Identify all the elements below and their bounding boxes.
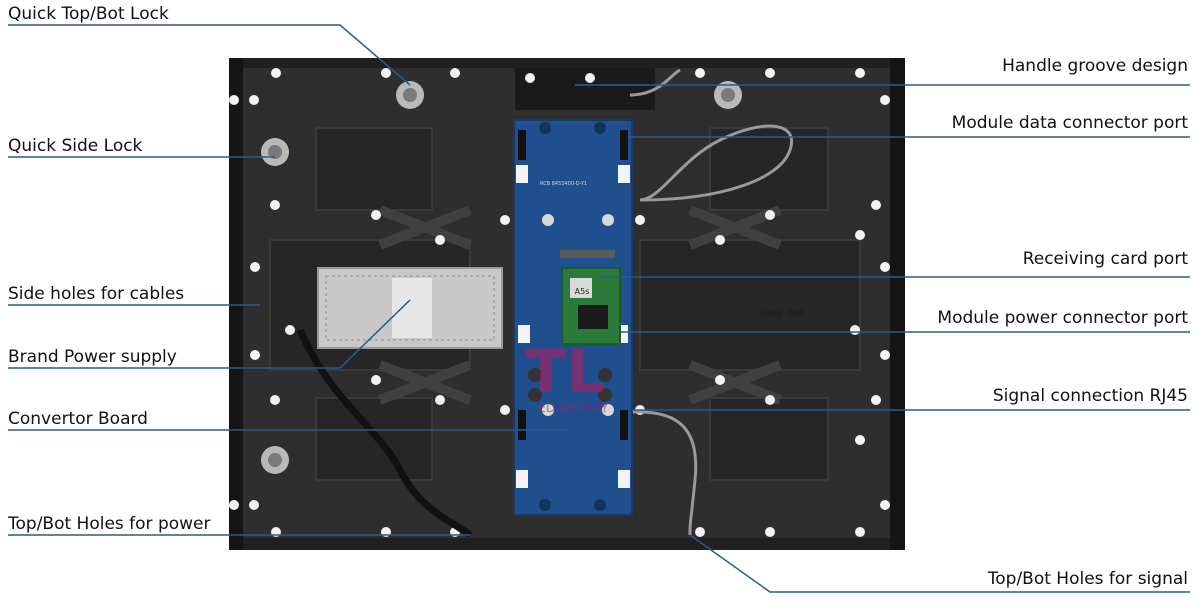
receiving-card [561,267,621,345]
label-module-power-connector-port: Module power connector port [937,308,1188,328]
label-module-data-connector-port: Module data connector port [951,113,1188,133]
quick-side-lock [261,138,289,166]
label-top-bot-holes-for-signal: Top/Bot Holes for signal [987,569,1188,589]
power-supply [317,267,503,349]
quick-side-lock-lower [261,446,289,474]
power-cable [296,328,473,538]
label-receiving-card-port: Receiving card port [1022,249,1188,269]
panel-top-right [709,127,829,211]
handle-groove [515,68,655,110]
side-strip-left [229,58,243,550]
leader-quick-top-lock [8,24,411,86]
leader-top-bot-signal [689,534,1190,593]
data-cable [639,124,794,202]
label-top-bot-holes-for-power: Top/Bot Holes for power [8,514,211,534]
watermark-text: LED DISPLAY [532,401,609,415]
receiving-card-model: A5s [575,287,590,296]
panel-middle-right [639,239,861,371]
pcb-code: RCB 8453400-D-Y1 [540,181,587,187]
leader-power-supply [8,299,411,369]
signal-cable [631,410,698,536]
label-quick-side-lock: Quick Side Lock [8,136,143,156]
quick-top-lock [396,81,424,109]
cabinet-label: E060-200 [760,309,803,319]
label-signal-connection-rj45: Signal connection RJ45 [992,386,1188,406]
label-brand-power-supply: Brand Power supply [8,347,177,367]
side-strip-right [890,58,905,550]
cross-braces [378,205,782,405]
watermark-logo: TL [525,337,604,407]
leader-lines [8,24,1190,593]
label-convertor-board: Convertor Board [8,409,148,429]
magnet-dots [229,68,890,537]
recessed-panels [269,127,861,481]
label-handle-groove-design: Handle groove design [1002,56,1188,76]
label-quick-top-bot-lock: Quick Top/Bot Lock [8,4,169,24]
label-side-holes-for-cables: Side holes for cables [8,284,185,304]
quick-top-lock-right [714,81,742,109]
panel-top-left [315,127,433,211]
